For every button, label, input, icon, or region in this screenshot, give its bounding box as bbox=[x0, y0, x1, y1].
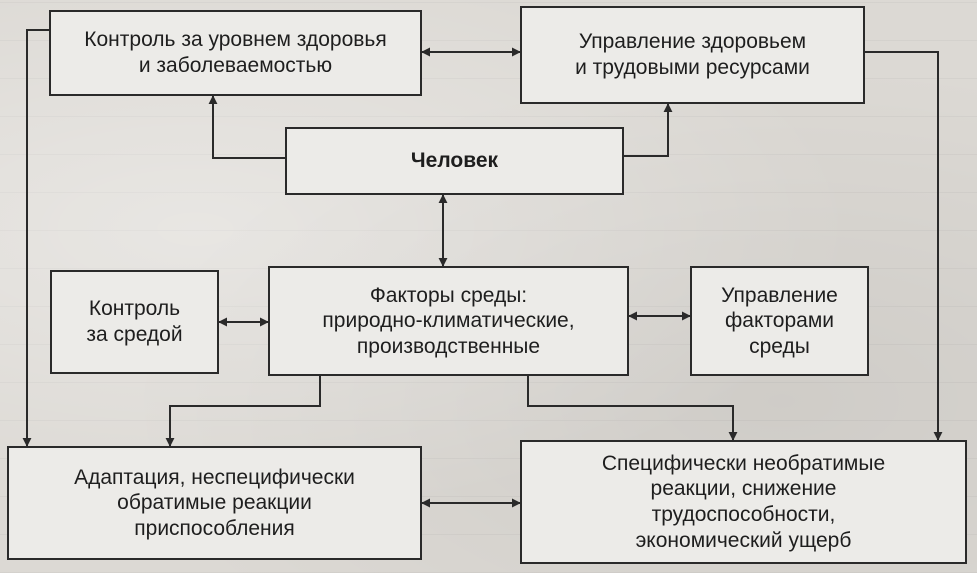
adaptation-box: Адаптация, неспецифически обратимые реак… bbox=[7, 446, 422, 560]
specific-reactions-box: Специфически необратимые реакции, снижен… bbox=[520, 440, 967, 564]
health-control-box: Контроль за уровнем здоровья и заболевае… bbox=[49, 10, 422, 96]
arrow-human-to-health-management bbox=[624, 103, 673, 157]
arrow-factors-to-specific bbox=[527, 376, 738, 441]
arrow-factors-to-adaptation bbox=[165, 376, 321, 447]
environment-control-box: Контроль за средой bbox=[50, 270, 219, 374]
human-box: Человек bbox=[285, 127, 624, 195]
arrow-human-to-health-control bbox=[208, 95, 285, 159]
arrow-health-control-to-adaptation bbox=[22, 29, 49, 447]
arrow-health-management-to-specific bbox=[865, 51, 943, 441]
factor-management-box: Управление факторами среды bbox=[690, 266, 869, 376]
environment-factors-box: Факторы среды: природно-климатические, п… bbox=[268, 266, 629, 376]
health-management-box: Управление здоровьем и трудовыми ресурса… bbox=[520, 6, 865, 104]
